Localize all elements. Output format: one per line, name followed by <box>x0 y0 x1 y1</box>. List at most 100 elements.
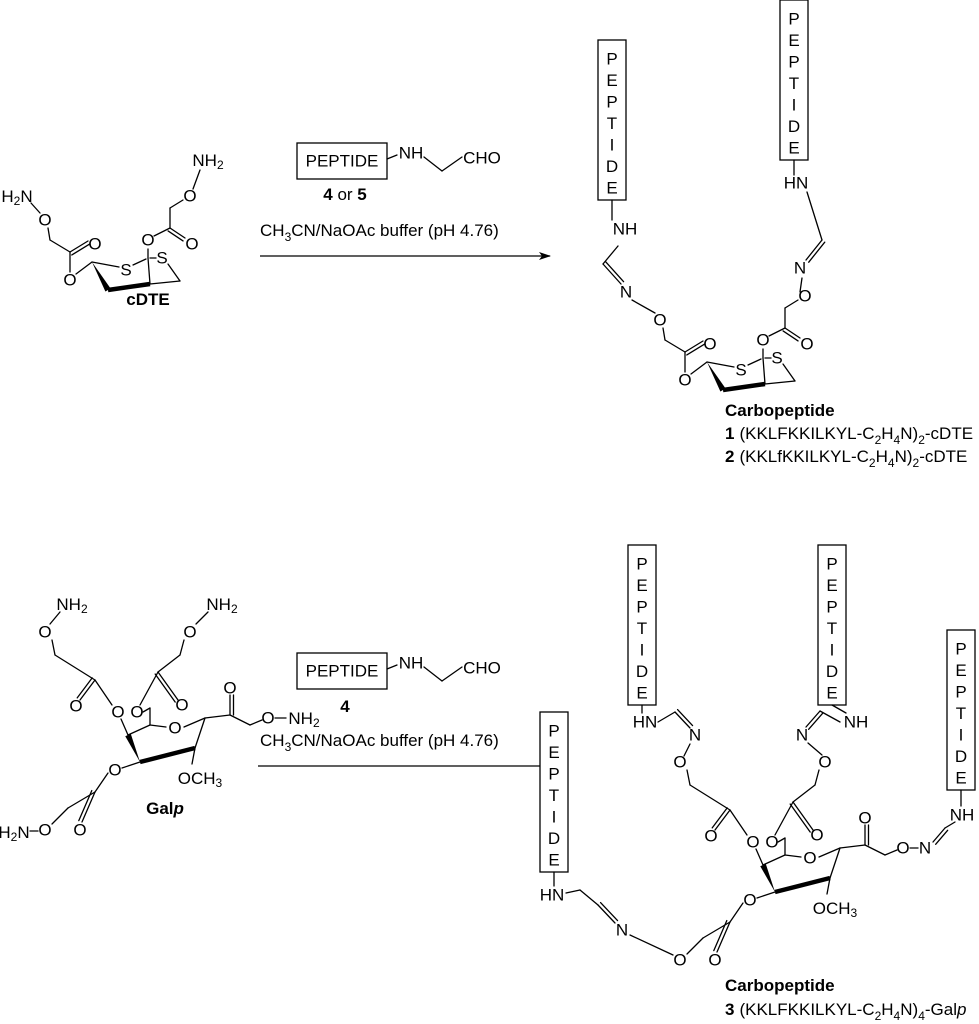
atom-o: O <box>743 891 756 910</box>
atom-n: N <box>919 839 931 858</box>
formula-part: (KKLFKKILKYL-C <box>739 1000 874 1019</box>
formula-part: H <box>876 447 888 466</box>
peptide-letter: E <box>788 139 799 158</box>
bond <box>764 380 796 385</box>
formula-part: (KKLfKKILKYL-C <box>739 447 868 466</box>
atom-n: N <box>620 283 632 302</box>
wedge-bond <box>92 262 111 292</box>
bold-bond <box>722 381 766 393</box>
atom-o: O <box>896 839 909 858</box>
atom-s: S <box>771 349 782 368</box>
reagent-cho: CHO <box>463 659 501 678</box>
bond <box>47 227 51 241</box>
peptide-letter: D <box>955 747 967 766</box>
bond <box>565 889 581 894</box>
peptide-letter: E <box>606 179 617 198</box>
peptide-letter: E <box>826 576 837 595</box>
atom-nh2: NH2 <box>56 595 88 617</box>
galp-label: Galp <box>146 799 184 818</box>
peptide-letter: T <box>956 704 966 723</box>
peptide-letter: D <box>826 662 838 681</box>
formula-sub: 4 <box>918 1009 925 1023</box>
peptide-letter: P <box>606 93 617 112</box>
double-bond <box>604 261 625 283</box>
bond <box>807 742 823 756</box>
atom-o: O <box>175 696 188 715</box>
bond <box>819 710 841 723</box>
peptide-letter: P <box>788 53 799 72</box>
atom-o: O <box>111 703 124 722</box>
peptide-letter: I <box>610 136 615 155</box>
bond <box>149 724 167 728</box>
bond <box>747 358 762 366</box>
atom-o: O <box>108 761 121 780</box>
reagent-or: or <box>333 185 358 204</box>
atom-nh: NH <box>844 713 869 732</box>
peptide-letter: E <box>606 71 617 90</box>
bond <box>729 902 744 923</box>
bond <box>683 743 691 757</box>
double-bond <box>599 901 619 922</box>
conditions-sub: 3 <box>285 230 292 244</box>
peptide-box-frame <box>817 544 847 706</box>
conditions-part: CN/NaOAc buffer (pH 4.76) <box>291 731 499 750</box>
reaction-conditions-2: CH3CN/NaOAc buffer (pH 4.76) <box>260 731 499 754</box>
bond <box>54 654 96 681</box>
bond <box>204 714 231 719</box>
bond <box>579 889 599 906</box>
formula-part: H <box>881 424 893 443</box>
atom-o: O <box>704 827 717 846</box>
bond <box>814 769 820 786</box>
peptide-box-frame <box>597 39 627 201</box>
bond <box>229 714 251 726</box>
double-bond <box>597 904 616 924</box>
peptide-letter: E <box>788 31 799 50</box>
double-bond <box>711 807 728 829</box>
bond <box>944 821 956 829</box>
atom-o: O <box>38 623 51 642</box>
atom-s: S <box>735 361 746 380</box>
peptide-letter: P <box>636 598 647 617</box>
bond <box>690 361 708 375</box>
peptide-box-label: PEPTIDE <box>306 662 379 681</box>
bond <box>768 327 786 337</box>
bond <box>839 844 866 849</box>
double-bond <box>169 227 186 239</box>
peptide-letter: E <box>955 769 966 788</box>
reagent-nh: NH <box>399 144 424 163</box>
bond <box>784 854 802 858</box>
bond <box>139 671 159 706</box>
carbopeptide-3-structure: OOOOOOOOOOOCH3OOPEPTIDEPEPTIDEPEPTIDEPEP… <box>539 544 976 970</box>
formula-part: N) <box>900 424 918 443</box>
double-bond <box>81 791 96 823</box>
atom-o: O <box>73 821 86 840</box>
conditions-sub: 3 <box>285 740 292 754</box>
product-number: 3 <box>725 1000 734 1019</box>
bond <box>831 704 847 714</box>
bond <box>762 854 786 866</box>
bold-bond <box>774 875 831 895</box>
atom-o: O <box>63 271 76 290</box>
bond <box>147 257 151 285</box>
wedge-bond <box>707 362 726 392</box>
peptide-letter: T <box>827 619 837 638</box>
double-bond <box>157 671 179 701</box>
bond <box>657 711 676 723</box>
bond <box>774 801 794 836</box>
bond <box>249 719 263 726</box>
double-bond <box>805 239 823 261</box>
cdte-label: cDTE <box>126 290 169 309</box>
peptide-letter: I <box>640 641 645 660</box>
peptide-box-frame <box>296 652 388 690</box>
atom-o: O <box>746 833 759 852</box>
peptide-letter: P <box>955 683 966 702</box>
peptide-letter: T <box>549 786 559 805</box>
reagent-1-numbers: 4 or 5 <box>323 185 367 204</box>
reaction-conditions-1: CH3CN/NaOAc buffer (pH 4.76) <box>260 221 499 244</box>
peptide-letter: E <box>636 684 647 703</box>
bond <box>702 921 731 939</box>
peptide-letter: I <box>830 641 835 660</box>
